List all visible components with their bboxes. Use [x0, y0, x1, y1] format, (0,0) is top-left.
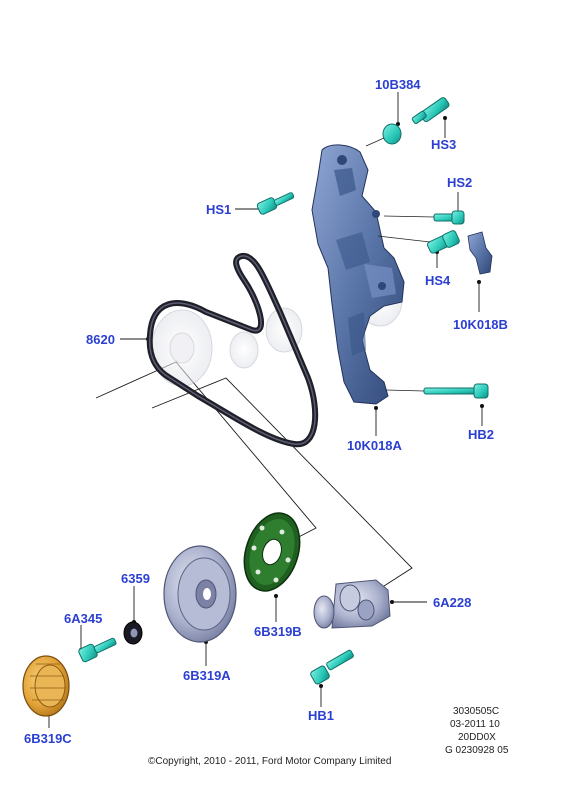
- callout-HS2: HS2: [447, 175, 473, 190]
- callout-HB1: HB1: [308, 708, 335, 723]
- callout-6B319C: 6B319C: [24, 731, 72, 746]
- pulley-6B319C: [22, 655, 70, 717]
- assembly-line-10B384: [365, 137, 385, 147]
- tensioner-plate-6B319B: [243, 512, 301, 592]
- bracket-10K018B: [467, 231, 493, 275]
- assembly-line-hb2: [385, 389, 425, 392]
- bolt-6A345: [78, 637, 117, 663]
- callout-HS1: HS1: [206, 202, 232, 217]
- reference-code: G 0230928 05: [445, 745, 509, 756]
- copyright-notice: ©Copyright, 2010 - 2011, Ford Motor Comp…: [148, 756, 392, 767]
- assembly-line-hs2: [383, 215, 435, 218]
- bolt-HS1: [256, 192, 295, 215]
- callout-10K018B: 10K018B: [453, 317, 508, 332]
- tensioner-6A228: [313, 579, 391, 629]
- callout-10K018A: 10K018A: [347, 438, 402, 453]
- bolt-HS3: [411, 97, 450, 125]
- bolt-HB2: [423, 383, 489, 399]
- callout-6A345: 6A345: [64, 611, 103, 626]
- bolt-HB1: [310, 649, 354, 685]
- callout-6A228: 6A228: [433, 595, 472, 610]
- reference-code: 03-2011 10: [450, 719, 500, 730]
- drive-belt: [146, 253, 319, 448]
- bolt-HS2: [433, 210, 465, 225]
- idler-pulley-6B319A: [163, 545, 237, 643]
- callout-HS3: HS3: [431, 137, 457, 152]
- spacer-10B384: [382, 123, 402, 145]
- callout-8620: 8620: [86, 332, 115, 347]
- callout-6B319A: 6B319A: [183, 668, 231, 683]
- callout-HS4: HS4: [425, 273, 451, 288]
- washer-6359: [123, 621, 143, 645]
- bolt-HS4: [426, 230, 460, 254]
- bracket-10K018A: [311, 144, 405, 405]
- callout-10B384: 10B384: [375, 77, 421, 92]
- callout-6359: 6359: [121, 571, 150, 586]
- reference-code: 3030505C: [453, 706, 500, 717]
- assembly-line-hs4: [377, 235, 431, 243]
- callout-HB2: HB2: [468, 427, 495, 442]
- callout-6B319B: 6B319B: [254, 624, 302, 639]
- reference-code: 20DD0X: [458, 732, 496, 743]
